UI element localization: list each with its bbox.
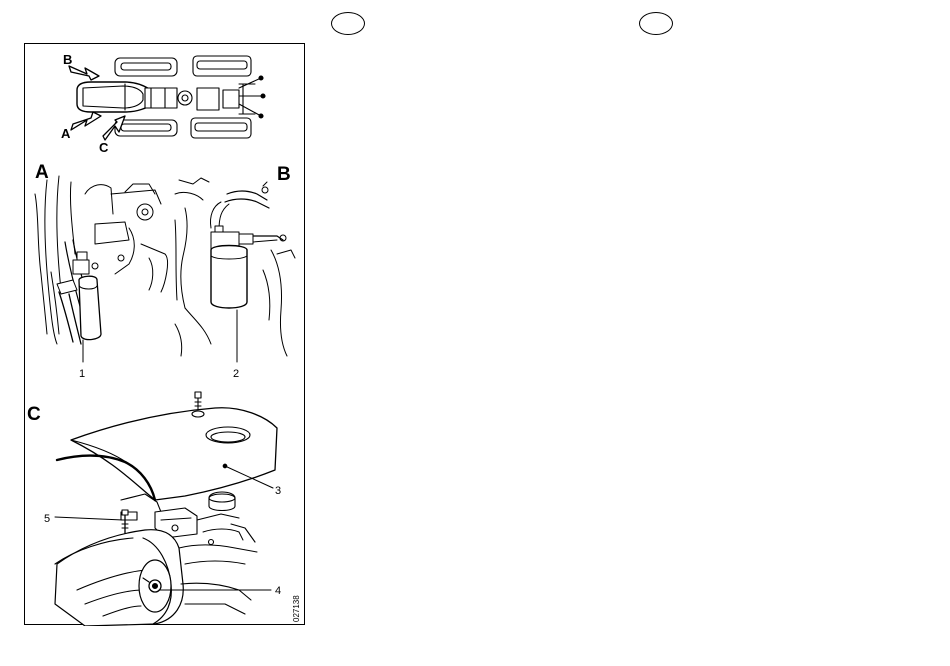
panel-a-label: A — [35, 162, 49, 183]
arrow-label-c: C — [99, 140, 109, 155]
callout-line-5 — [55, 517, 123, 520]
arrow-a — [71, 112, 101, 130]
panel-a-drawing — [35, 176, 168, 344]
illustration-frame: B A C A 1 — [24, 43, 305, 625]
callout-3: 3 — [275, 485, 281, 497]
panel-b-drawing — [175, 178, 295, 356]
illustration-svg: B A C A 1 — [25, 44, 306, 626]
reference-code: 027138 — [292, 595, 301, 622]
tractor-top-view — [77, 56, 265, 138]
language-marker-right — [639, 12, 673, 35]
callout-5: 5 — [44, 513, 50, 525]
callout-4: 4 — [275, 585, 281, 597]
panel-c-label: C — [27, 404, 41, 425]
language-marker-left — [331, 12, 365, 35]
arrow-label-b: B — [63, 52, 72, 67]
arrow-b — [69, 66, 99, 80]
arrow-label-a: A — [61, 126, 71, 141]
callout-1: 1 — [79, 368, 85, 380]
callout-2: 2 — [233, 368, 239, 380]
panel-c-drawing — [55, 392, 277, 626]
panel-b-label: B — [277, 164, 291, 185]
